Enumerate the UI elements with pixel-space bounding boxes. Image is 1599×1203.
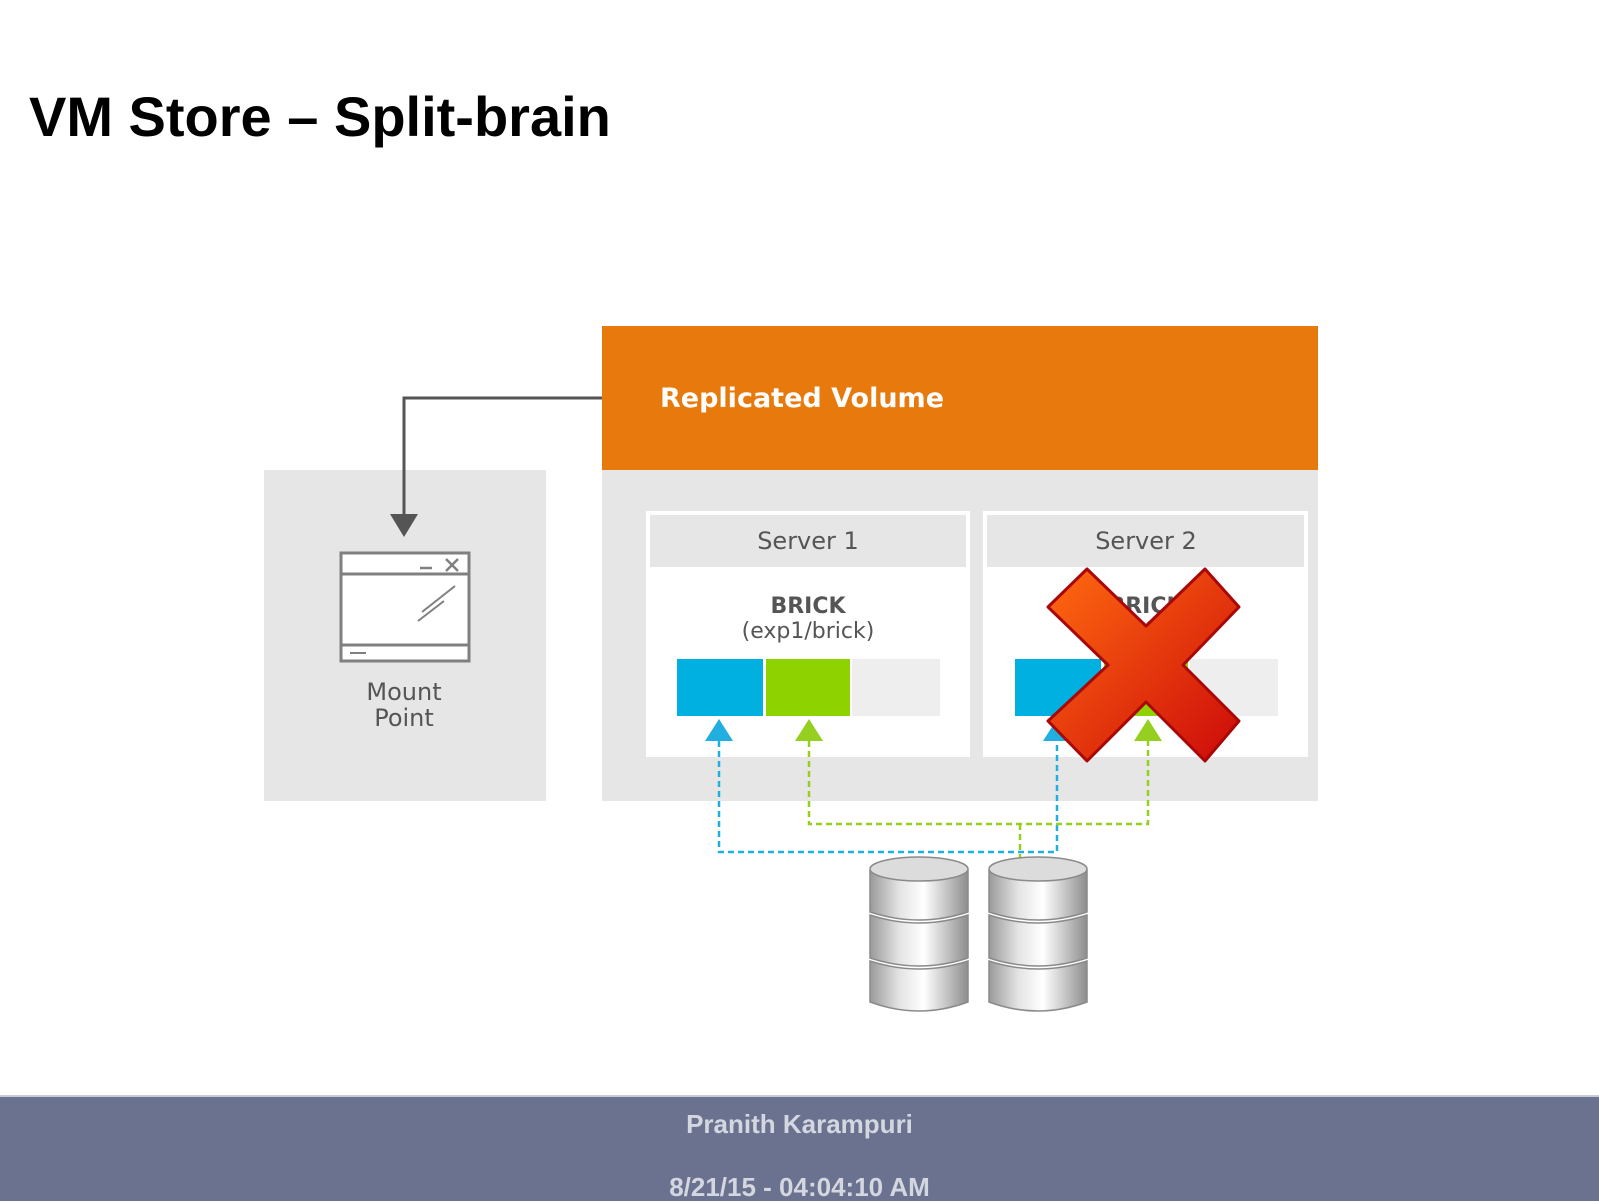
mount-point-label-line1: Mount bbox=[366, 678, 441, 706]
replicated-volume-header bbox=[602, 326, 1318, 470]
mount-point-label-line2: Point bbox=[374, 704, 434, 732]
connector-arrow-head bbox=[390, 514, 418, 537]
server-1-brick-path: (exp1/brick) bbox=[742, 619, 875, 644]
green-data-path bbox=[807, 741, 1150, 870]
window-icon bbox=[339, 551, 471, 663]
replicated-volume-label: Replicated Volume bbox=[660, 383, 944, 414]
server-2-label: Server 2 bbox=[1095, 527, 1197, 555]
blue-data-path bbox=[717, 741, 1059, 854]
server-1-green-block bbox=[766, 659, 850, 716]
storage-disk-stack-2 bbox=[988, 856, 1088, 1012]
connector-arrow-line bbox=[402, 396, 602, 518]
slide-title: VM Store – Split-brain bbox=[29, 85, 611, 148]
server-1-blue-arrow-icon bbox=[705, 719, 733, 741]
footer-author: Pranith Karampuri bbox=[686, 1109, 913, 1139]
server-1-green-arrow-icon bbox=[795, 719, 823, 741]
server-2-green-arrow-icon bbox=[1134, 719, 1162, 741]
server-1-label: Server 1 bbox=[757, 527, 859, 555]
slide-footer: Pranith Karampuri 8/21/15 - 04:04:10 AM bbox=[0, 1095, 1599, 1202]
footer-timestamp: 8/21/15 - 04:04:10 AM bbox=[669, 1172, 930, 1202]
storage-disk-stack-1 bbox=[869, 856, 969, 1012]
failure-cross-icon bbox=[1046, 567, 1241, 763]
server-1-box: Server 1 BRICK (exp1/brick) bbox=[646, 511, 970, 757]
server-1-brick-label: BRICK bbox=[770, 594, 846, 619]
server-1-empty-block bbox=[852, 659, 940, 716]
server-1-blue-block bbox=[677, 659, 763, 716]
